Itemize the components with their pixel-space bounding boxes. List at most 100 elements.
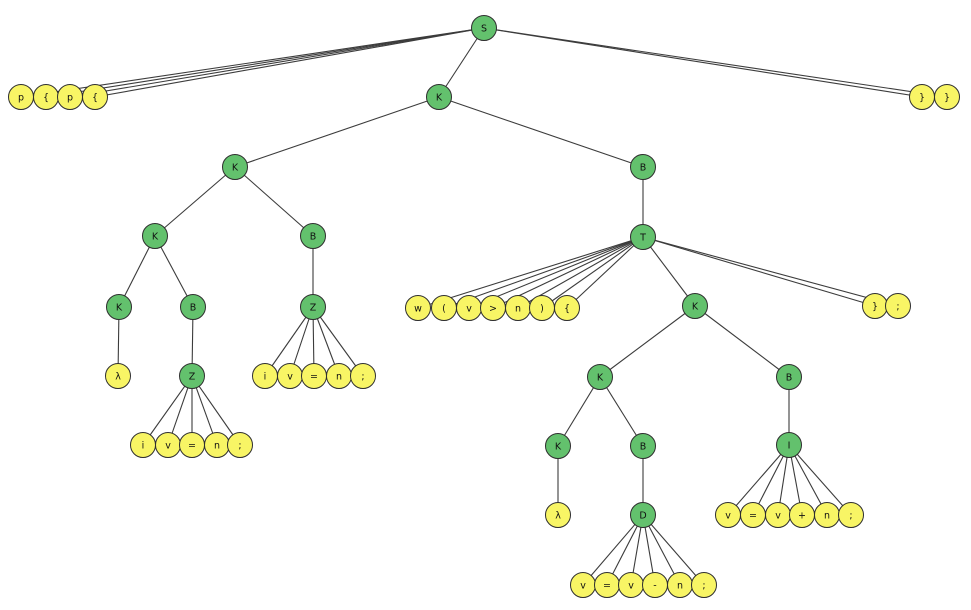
node-label: λ	[555, 510, 561, 521]
tree-node-p1: p	[8, 84, 34, 110]
node-label: Z	[189, 371, 196, 382]
tree-node-n1: n	[505, 295, 531, 321]
tree-node-cb1: }	[909, 84, 935, 110]
node-label: >	[489, 303, 497, 314]
tree-edge-T-cb3	[642, 236, 876, 307]
node-label: S	[481, 23, 487, 34]
tree-edge-Z1-i1	[264, 306, 314, 377]
tree-edge-T-K5	[642, 236, 696, 307]
leaf-node-circle	[405, 295, 431, 321]
internal-node-circle	[222, 154, 248, 180]
node-label: -	[653, 580, 656, 591]
node-label: +	[798, 510, 806, 521]
tree-edge-Z2-i2	[142, 375, 193, 446]
tree-node-K1: K	[426, 84, 452, 110]
tree-edge-T-sc1	[642, 236, 899, 307]
leaf-node-circle	[545, 502, 571, 528]
node-label: i	[264, 371, 267, 382]
tree-node-n3: n	[204, 432, 230, 458]
node-label: I	[788, 440, 791, 451]
node-label: K	[597, 372, 604, 383]
tree-node-ob3: {	[554, 295, 580, 321]
node-label: Z	[310, 302, 317, 313]
tree-node-w1: w	[405, 295, 431, 321]
tree-node-v7: v	[618, 572, 644, 598]
leaf-node-circle	[227, 432, 253, 458]
tree-edge-T-cp1	[541, 236, 644, 309]
tree-node-eq4: =	[594, 572, 620, 598]
tree-edge-S-cb1	[483, 27, 923, 98]
leaf-node-circle	[554, 295, 580, 321]
internal-node-circle	[630, 433, 656, 459]
internal-node-circle	[776, 432, 802, 458]
tree-edge-D1-v6	[582, 514, 644, 586]
node-label: }	[872, 301, 878, 312]
tree-node-B5: B	[630, 433, 656, 459]
node-label: v	[165, 440, 171, 451]
node-label: {	[43, 92, 49, 103]
tree-edge-K3-K4	[118, 235, 156, 308]
node-label: )	[540, 303, 544, 314]
node-label: K	[152, 231, 159, 242]
tree-node-lam1: λ	[105, 363, 131, 389]
tree-node-mi1: -	[642, 572, 668, 598]
node-label: D	[639, 510, 646, 521]
tree-edge-S-cb2	[483, 27, 948, 98]
node-label: i	[142, 440, 145, 451]
tree-edge-S-ob1	[45, 27, 485, 98]
internal-node-circle	[106, 294, 132, 320]
tree-node-n4: n	[814, 502, 840, 528]
tree-node-K7: K	[545, 433, 571, 459]
internal-node-circle	[471, 15, 497, 41]
tree-edge-K6-B5	[599, 376, 644, 447]
internal-node-circle	[545, 433, 571, 459]
tree-edge-I1-sc4	[788, 444, 852, 516]
node-label: {	[564, 303, 570, 314]
tree-node-T: T	[630, 224, 656, 250]
tree-edge-D1-sc5	[642, 514, 705, 586]
internal-node-circle	[630, 154, 656, 180]
tree-edge-Z2-sc3	[191, 375, 241, 446]
tree-edge-T-ob3	[566, 236, 644, 309]
tree-node-cb2: }	[934, 84, 960, 110]
tree-edge-Z1-sc2	[312, 306, 364, 377]
tree-node-K5: K	[682, 293, 708, 319]
leaf-node-circle	[885, 293, 911, 319]
tree-node-v3: v	[155, 432, 181, 458]
tree-node-B1: B	[630, 154, 656, 180]
node-label: p	[67, 92, 73, 103]
internal-node-circle	[300, 294, 326, 320]
tree-edge-S-p2	[69, 27, 485, 98]
tree-node-B3: B	[180, 294, 206, 320]
tree-node-eq3: =	[740, 502, 766, 528]
tree-edge-K6-K7	[557, 376, 601, 447]
internal-node-circle	[180, 294, 206, 320]
node-label: n	[336, 371, 342, 382]
tree-node-v2: v	[277, 363, 303, 389]
tree-node-ob1: {	[33, 84, 59, 110]
tree-node-K2: K	[222, 154, 248, 180]
node-label: }	[919, 92, 925, 103]
internal-node-circle	[300, 223, 326, 249]
tree-edge-K1-K2	[234, 96, 440, 168]
internal-node-circle	[630, 502, 656, 528]
tree-node-I1: I	[776, 432, 802, 458]
tree-node-i2: i	[130, 432, 156, 458]
internal-node-circle	[630, 224, 656, 250]
node-label: {	[92, 92, 98, 103]
node-label: K	[436, 92, 443, 103]
tree-node-op1: (	[431, 295, 457, 321]
tree-node-ob2: {	[82, 84, 108, 110]
tree-node-gt1: >	[480, 295, 506, 321]
tree-edge-K2-K3	[154, 166, 236, 237]
tree-node-cb3: }	[862, 293, 888, 319]
node-label: ;	[361, 371, 364, 382]
node-label: n	[677, 580, 683, 591]
internal-node-circle	[682, 293, 708, 319]
node-label: v	[775, 510, 781, 521]
leaf-node-circle	[934, 84, 960, 110]
node-label: v	[628, 580, 634, 591]
leaf-node-circle	[350, 363, 376, 389]
